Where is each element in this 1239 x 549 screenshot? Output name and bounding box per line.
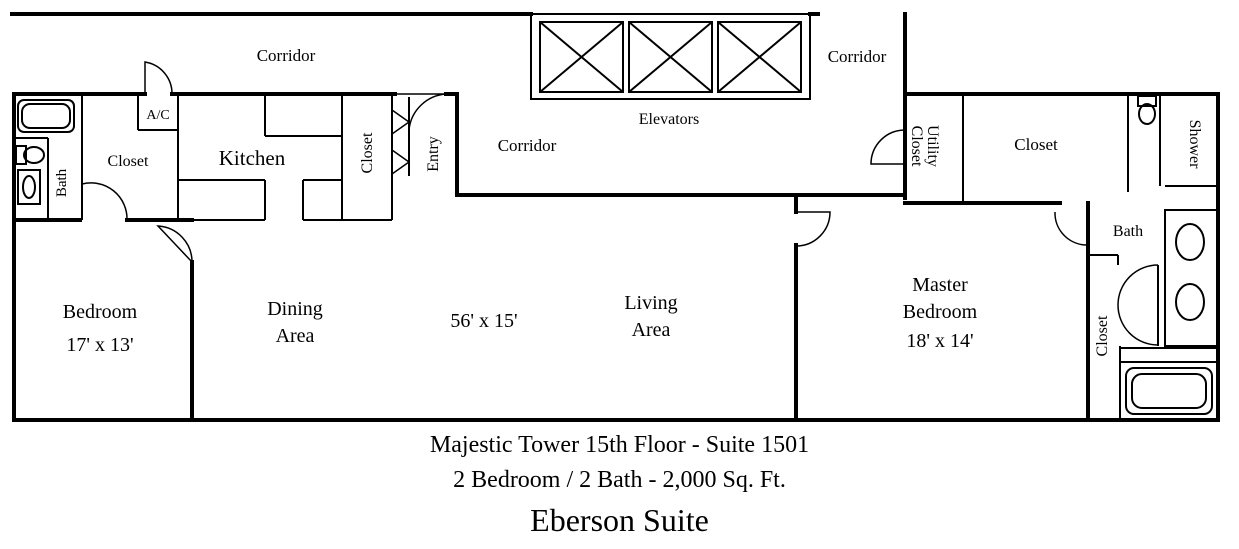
door-master-icon	[795, 211, 831, 247]
living-label-1: Living	[624, 292, 677, 314]
corridor-inner-label: Corridor	[498, 136, 557, 155]
door-ac-icon	[144, 61, 173, 95]
walls	[10, 12, 1220, 422]
corridor-right-label: Corridor	[828, 47, 887, 66]
tub-master-icon	[1125, 367, 1213, 415]
door-bath-closet-icon	[1117, 264, 1159, 306]
dining-label-1: Dining	[267, 298, 323, 320]
closet-kitchen-label: Closet	[359, 132, 376, 173]
utility-label-1: Utility	[924, 125, 941, 167]
master-size: 18' x 14'	[906, 330, 973, 352]
entry-label: Entry	[425, 136, 442, 172]
bedroom-size: 17' x 13'	[66, 334, 133, 356]
door-entry-icon	[395, 93, 447, 131]
kitchen-label: Kitchen	[219, 146, 286, 170]
toilet-left-icon	[15, 145, 27, 165]
caption-title: Eberson Suite	[530, 502, 709, 538]
sink-master-icon	[1175, 223, 1205, 261]
utility-label-2: Closet	[908, 126, 925, 167]
dining-label-2: Area	[276, 325, 315, 347]
main-size: 56' x 15'	[450, 310, 517, 332]
door-bath-icon	[1054, 211, 1089, 246]
shower-label: Shower	[1186, 120, 1203, 170]
caption-line-2: 2 Bedroom / 2 Bath - 2,000 Sq. Ft.	[453, 467, 786, 493]
sink-left-icon	[17, 169, 41, 205]
door-bedroom-icon	[156, 225, 193, 263]
master-label-1: Master	[912, 274, 968, 296]
door-utility-icon	[870, 129, 906, 165]
caption-line-1: Majestic Tower 15th Floor - Suite 1501	[429, 432, 810, 458]
door-closet-kitchen-icon	[391, 109, 411, 135]
bath-left-label: Bath	[54, 168, 70, 197]
corridor-left-label: Corridor	[257, 46, 316, 65]
bath-master-label: Bath	[1113, 223, 1143, 240]
floor-plan: Corridor Corridor Corridor Elevators A/C…	[10, 12, 1220, 422]
room-labels: Corridor Corridor Corridor Elevators A/C…	[54, 46, 1203, 356]
doors	[81, 61, 1159, 346]
bedroom-label: Bedroom	[63, 301, 138, 323]
closet-master-label: Closet	[1014, 135, 1058, 154]
ac-label: A/C	[146, 108, 169, 123]
closet-left-label: Closet	[108, 153, 149, 170]
interior-lines	[14, 13, 1219, 420]
living-label-2: Area	[632, 319, 671, 341]
elevators-label: Elevators	[639, 111, 699, 128]
door-closet-icon	[81, 182, 128, 221]
fixtures	[15, 95, 1213, 415]
toilet-master-icon	[1137, 95, 1157, 107]
tub-left-icon	[17, 99, 75, 133]
closet-bath-label: Closet	[1094, 315, 1111, 356]
master-label-2: Bedroom	[903, 301, 978, 323]
